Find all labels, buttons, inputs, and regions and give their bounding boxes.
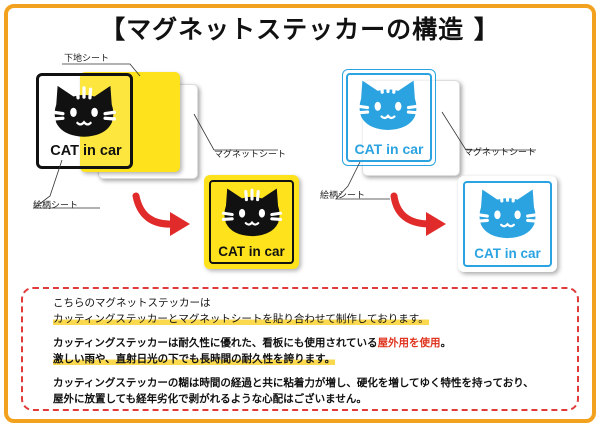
note-p1-line2: カッティングステッカーとマグネットシートを貼り合わせて制作しております。 [53, 311, 429, 326]
page-title: 【マグネットステッカーの構造 】 [100, 15, 500, 44]
curved-arrow-icon [132, 192, 190, 236]
note-p2-line2: 激しい雨や、直射日光の下でも長時間の耐久性を誇ります。 [53, 351, 336, 366]
right-result-cat-text: CAT in car [474, 246, 541, 261]
note-p3-line2: 屋外に放置しても経年劣化で剥がれるような心配はございません。 [53, 393, 367, 405]
cat-face-icon [356, 79, 420, 131]
leader-magnet-sheet-left [193, 113, 278, 151]
curved-arrow-icon [390, 192, 446, 236]
note-p2-line1: カッティングステッカーは耐久性に優れた、看板にも使用されている屋外用を使用。 [53, 335, 451, 350]
label-design-sheet-right: 絵柄シート [320, 191, 366, 201]
label-magnet-sheet-left: マグネットシート [214, 150, 287, 160]
left-result-sticker: CAT in car [204, 175, 299, 269]
note-p2-line1-c: 。 [440, 337, 452, 349]
label-base-sheet: 下地シート [64, 54, 110, 64]
label-design-sheet-left: 絵柄シート [33, 201, 79, 211]
right-result-sticker: CAT in car [458, 176, 557, 272]
right-stack-cat-text: CAT in car [354, 141, 424, 157]
cat-face-icon [51, 84, 117, 138]
leader-magnet-sheet-right [441, 111, 536, 151]
left-result-cat-text: CAT in car [218, 244, 285, 259]
leader-design-sheet-left [32, 159, 100, 209]
note-p2-line2-text: 激しい雨や、直射日光の下でも長時間の耐久性を誇ります。 [53, 353, 336, 365]
notes-box: こちらのマグネットステッカーは カッティングステッカーとマグネットシートを貼り合… [21, 287, 579, 411]
left-design-sheet: CAT in car [36, 73, 133, 169]
right-design-sheet: CAT in car [342, 69, 436, 166]
note-p1-line2-text: カッティングステッカーとマグネットシートを貼り合わせて制作しております。 [53, 313, 429, 325]
note-p2-line1-a: カッティングステッカーは耐久性に優れた、看板にも使用されている [53, 337, 378, 349]
left-stack-cat-text: CAT in car [50, 143, 122, 159]
note-p2-line1-outdoor: 屋外用を使用 [377, 337, 441, 349]
leader-design-sheet-right [335, 161, 390, 200]
leader-base-sheet [62, 63, 141, 77]
note-p3-line1: カッティングステッカーの糊は時間の経過と共に粘着力が増し、硬化を増してゆく特性を… [53, 377, 534, 389]
note-p1-line1: こちらのマグネットステッカーは [53, 297, 211, 309]
cat-face-icon [221, 187, 283, 237]
label-magnet-sheet-right: マグネットシート [464, 148, 537, 158]
cat-face-icon [476, 188, 539, 239]
